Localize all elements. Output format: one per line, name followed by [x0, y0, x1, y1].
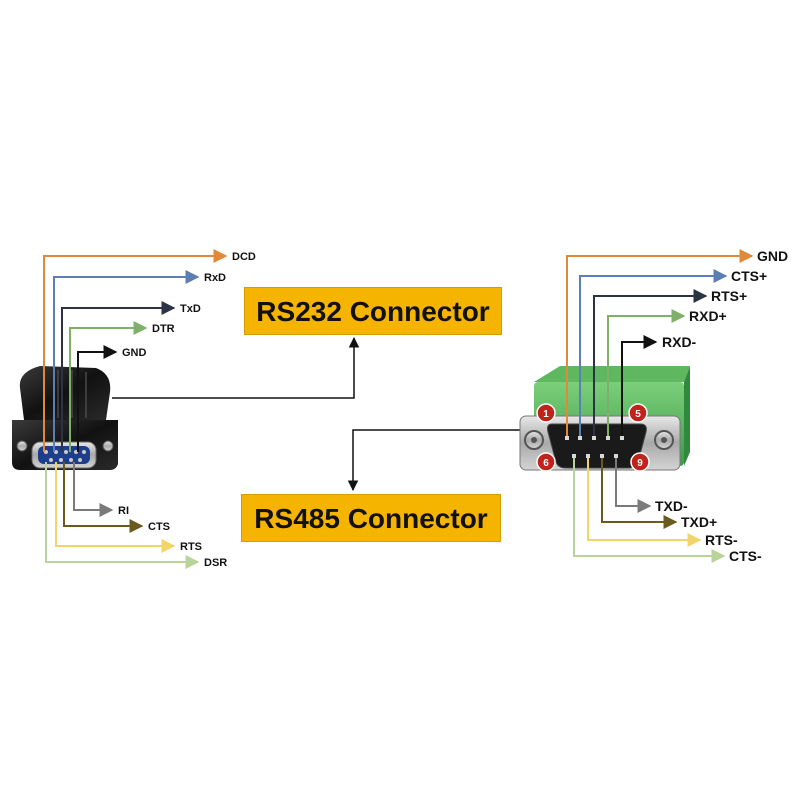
box-connector-lines	[112, 336, 528, 492]
wire-rxd	[53, 270, 200, 452]
wire-rxd-plus	[607, 309, 686, 436]
rs232-plug-image	[12, 366, 118, 470]
wire-txd-minus	[615, 458, 652, 513]
pin-badge-6	[536, 452, 556, 472]
pin-number-1: 1	[543, 409, 549, 420]
wire-ri	[73, 462, 114, 517]
pin-badges: 1 5 6 9	[536, 403, 650, 472]
pin-badge-9	[630, 452, 650, 472]
wire-rts	[55, 462, 176, 553]
rs485-pointer-line	[347, 429, 528, 492]
label-cts-plus: CTS+	[731, 268, 767, 284]
label-rxd: RxD	[204, 272, 226, 284]
label-txd-minus: TXD-	[655, 498, 688, 514]
label-rts: RTS	[180, 541, 202, 553]
wire-txd-plus	[601, 458, 678, 529]
label-cts: CTS	[148, 521, 170, 533]
pin-badge-5	[628, 403, 648, 423]
rs485-top-wires	[566, 249, 754, 436]
label-gnd: GND	[122, 347, 147, 359]
wire-gnd	[77, 345, 118, 452]
wire-txd	[61, 301, 176, 452]
rs485-labels: GND CTS+ RTS+ RXD+ RXD- TXD- TXD+ RTS- C…	[655, 248, 788, 564]
wire-rts-minus	[587, 458, 702, 547]
pin-badge-1	[536, 403, 556, 423]
rs232-pointer-line	[112, 336, 360, 399]
wire-cts-minus	[573, 458, 726, 563]
label-txd: TxD	[180, 303, 201, 315]
rs485-bottom-wires	[573, 458, 726, 563]
rs485-connector-box: RS485 Connector	[241, 494, 501, 542]
rs232-top-wires	[43, 249, 228, 452]
wire-rxd-minus	[621, 335, 658, 436]
rs232-connector-box: RS232 Connector	[244, 287, 502, 335]
wire-dcd	[43, 249, 228, 452]
rs232-bottom-wires	[45, 462, 200, 569]
label-gnd-r: GND	[757, 248, 788, 264]
label-dtr: DTR	[152, 323, 175, 335]
wire-cts-plus	[579, 269, 728, 436]
wire-cts	[63, 462, 144, 533]
wire-dtr	[69, 321, 148, 452]
label-ri: RI	[118, 505, 129, 517]
label-rts-minus: RTS-	[705, 532, 738, 548]
wire-dsr	[45, 462, 200, 569]
label-dcd: DCD	[232, 251, 256, 263]
rs232-labels: DCD RxD TxD DTR GND RI CTS RTS DSR	[118, 251, 256, 569]
wire-gnd-r	[566, 249, 754, 436]
label-cts-minus: CTS-	[729, 548, 762, 564]
pin-number-5: 5	[635, 409, 641, 420]
label-rxd-plus: RXD+	[689, 308, 727, 324]
label-rxd-minus: RXD-	[662, 334, 697, 350]
pin-number-6: 6	[543, 458, 549, 469]
label-dsr: DSR	[204, 557, 227, 569]
label-rts-plus: RTS+	[711, 288, 747, 304]
label-txd-plus: TXD+	[681, 514, 717, 530]
pin-number-9: 9	[637, 458, 643, 469]
wire-rts-plus	[593, 289, 708, 436]
